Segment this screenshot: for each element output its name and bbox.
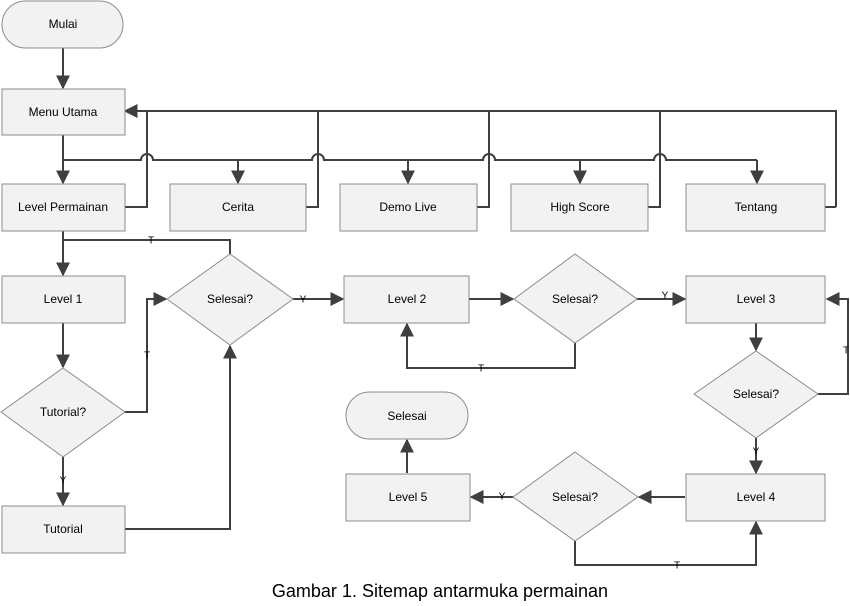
label-level3: Level 3 xyxy=(737,292,776,306)
label-selesai-q2: Selesai? xyxy=(552,292,598,306)
edge-label-selesai3-yes: Y xyxy=(753,447,760,458)
decision-tutorial xyxy=(0,367,126,458)
edge-selesai1-no xyxy=(63,239,231,254)
connectors xyxy=(56,48,849,566)
edge-label-selesai1-no: T xyxy=(148,236,154,247)
edge-return-demo-live xyxy=(477,111,490,208)
edge-selesai3-no xyxy=(818,292,849,395)
edge-label-selesai4-no: T xyxy=(674,561,680,572)
label-mulai: Mulai xyxy=(49,17,78,31)
box-tutorial xyxy=(1,505,126,554)
terminator-mulai xyxy=(1,0,124,49)
nodes xyxy=(0,0,826,554)
box-tentang xyxy=(685,183,826,232)
edge-label-selesai2-yes: Y xyxy=(662,291,669,302)
label-high-score: High Score xyxy=(550,200,610,214)
edge-tutorial-selesai1 xyxy=(125,344,237,530)
label-tutorial: Tutorial xyxy=(43,522,83,536)
label-level2: Level 2 xyxy=(388,292,427,306)
edge-return-high-score xyxy=(648,111,661,208)
box-level4 xyxy=(685,473,826,522)
edge-labels: T T Y Y T Y T Y Y T xyxy=(60,236,849,572)
decision-selesai4 xyxy=(512,451,639,542)
label-level1: Level 1 xyxy=(44,292,83,306)
edge-tutorialq-no xyxy=(125,292,168,413)
decision-selesai3 xyxy=(693,350,819,439)
label-selesai-q3: Selesai? xyxy=(733,387,779,401)
label-demo-live: Demo Live xyxy=(379,200,437,214)
edge-label-selesai4-yes: Y xyxy=(499,492,506,503)
edge-menu-bus xyxy=(62,135,757,161)
box-level2 xyxy=(343,275,470,324)
box-menu-utama xyxy=(1,88,126,136)
label-tutorial-q: Tutorial? xyxy=(40,405,87,419)
edge-label-selesai3-no: T xyxy=(843,346,849,357)
edge-label-selesai2-no: T xyxy=(478,364,484,375)
label-selesai-q1: Selesai? xyxy=(207,292,253,306)
box-high-score xyxy=(510,183,649,232)
edge-label-tutorial-yes: Y xyxy=(60,476,67,487)
label-cerita: Cerita xyxy=(222,200,254,214)
label-selesai-q4: Selesai? xyxy=(552,490,598,504)
edge-selesai2-no xyxy=(400,322,576,369)
edge-selesai4-no xyxy=(574,520,763,566)
box-level5 xyxy=(345,473,471,522)
box-level3 xyxy=(685,275,826,324)
label-level5: Level 5 xyxy=(389,490,428,504)
decision-selesai1 xyxy=(166,253,294,346)
box-level-permainan xyxy=(1,183,126,232)
edge-return-cerita xyxy=(306,111,319,208)
label-menu-utama: Menu Utama xyxy=(29,105,98,119)
box-cerita xyxy=(169,183,307,232)
edge-label-selesai1-yes: Y xyxy=(300,295,307,306)
terminator-selesai xyxy=(345,391,469,440)
label-tentang: Tentang xyxy=(735,200,778,214)
decision-selesai2 xyxy=(513,253,638,344)
label-level-permainan: Level Permainan xyxy=(18,200,108,214)
figure-caption: Gambar 1. Sitemap antarmuka permainan xyxy=(272,581,608,601)
label-selesai: Selesai xyxy=(387,409,426,423)
edge-label-tutorial-no: T xyxy=(144,351,150,362)
node-labels: Mulai Menu Utama Level Permainan Cerita … xyxy=(18,17,779,536)
label-level4: Level 4 xyxy=(737,490,776,504)
edge-return-bus xyxy=(123,104,837,207)
box-demo-live xyxy=(339,183,478,232)
edge-return-level-permainan xyxy=(125,111,148,208)
box-level1 xyxy=(1,275,126,324)
